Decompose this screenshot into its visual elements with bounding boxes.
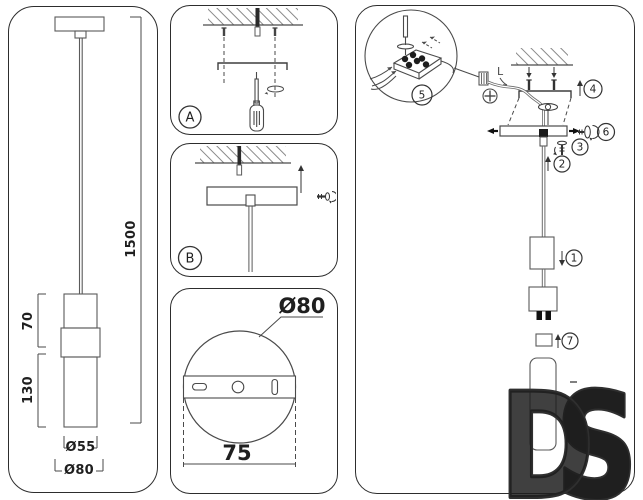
alignment-dash-left [507, 97, 520, 126]
callout-4-number: 4 [590, 84, 597, 96]
shade-height-label: 130 [21, 376, 36, 404]
wire-arrows [387, 36, 435, 75]
callout-5-badge [411, 84, 433, 106]
logo-letter-d: D [500, 377, 595, 500]
callout-2-number: 2 [559, 159, 566, 171]
mounting-bar [182, 375, 297, 399]
lamp-shade [63, 356, 98, 428]
canopy-diameter-label: Ø80 [278, 294, 325, 318]
lamp-upper-body [63, 293, 98, 329]
cord-ferrule [539, 129, 548, 137]
rotate-arrow-icon [264, 85, 284, 95]
ceiling-hatch [208, 8, 298, 25]
ceiling-hatch [200, 146, 286, 163]
slide-arrows [487, 128, 580, 134]
canopy-diameter-label: Ø80 [64, 463, 94, 478]
screw-head-icon [482, 88, 498, 104]
up-arrow-icon [298, 165, 304, 193]
callout-7-number: 7 [567, 336, 574, 348]
cable-end [236, 164, 243, 176]
callout-1-number: 1 [571, 253, 578, 265]
ds-logo-graphic: S D [498, 377, 640, 500]
live-wire-label: L [497, 65, 504, 78]
cable-clamp [478, 71, 489, 86]
shade-diameter-label: Ø55 [65, 440, 95, 455]
callout-3-number: 3 [577, 142, 584, 154]
leader-line [258, 316, 323, 338]
screw-3-icon [553, 140, 567, 156]
pendant-cord [541, 146, 546, 237]
lamp-socket [528, 286, 558, 320]
slot-left [191, 382, 208, 391]
hole-spacing-dimension [183, 398, 296, 470]
canopy-dimension-drawing: Ø80 75 [182, 294, 326, 470]
retainer-ring [535, 333, 553, 347]
ds-logo: S D [497, 377, 643, 500]
slot-right [271, 378, 279, 396]
screw-right [272, 27, 278, 36]
callout-6-number: 6 [603, 127, 610, 139]
center-hole [231, 380, 245, 394]
strain-relief [539, 136, 548, 147]
wiring-detail-circle [364, 9, 458, 103]
canopy-bar [499, 125, 568, 137]
mains-cable [237, 146, 242, 165]
alignment-dash-right [562, 97, 572, 126]
upper-body-height-label: 70 [21, 312, 36, 331]
side-screw-6-icon [578, 125, 600, 141]
step-b-drawing: B [177, 146, 336, 272]
dimension-lines [37, 16, 142, 472]
hole-spacing-label: 75 [222, 441, 251, 465]
screwdriver-icon [396, 15, 415, 55]
mounting-bracket [217, 62, 288, 70]
cord-joint [245, 194, 256, 207]
callout-5-number: 5 [419, 90, 426, 102]
step-b-panel: B [170, 143, 338, 277]
assembly-drawing: 5 L 4 [364, 9, 616, 451]
cable-end [254, 26, 261, 37]
cord-grip [74, 30, 87, 39]
callout-7: 7 [555, 332, 579, 350]
ceiling-hatch [516, 48, 568, 65]
callout-4: 4 [577, 79, 603, 99]
screw-left [221, 27, 227, 36]
socket-cord [541, 269, 546, 288]
terminal-block [392, 49, 443, 80]
upper-body-part [529, 236, 555, 270]
step-a-panel: A [170, 5, 338, 135]
canopy-dimension-panel: Ø80 75 [170, 288, 338, 494]
step-b-letter: B [186, 252, 195, 267]
lamp-band [60, 327, 101, 358]
bracket-screws [526, 67, 557, 90]
screwdriver-icon [249, 72, 265, 132]
dimensions-panel: 1500 70 130 Ø55 Ø80 [8, 6, 158, 493]
pendant-dimension-drawing: 1500 70 130 Ø55 Ø80 [21, 16, 142, 478]
overall-height-label: 1500 [124, 220, 139, 257]
side-screw-icon [317, 191, 336, 204]
glass-shade [529, 357, 557, 451]
callout-2: 2 [545, 155, 571, 173]
step-a-drawing: A [178, 8, 303, 132]
callout-6-badge [596, 122, 616, 142]
mounting-bracket [518, 90, 572, 98]
ceiling-canopy [54, 16, 105, 32]
wing-nut-icon [537, 103, 559, 125]
detail-leader-line [453, 67, 480, 78]
step-a-letter: A [186, 111, 195, 126]
step-a-badge [178, 105, 202, 129]
step-b-badge [177, 245, 203, 271]
callout-1: 1 [559, 249, 583, 267]
logo-letter-s: S [556, 377, 638, 500]
mains-cable [255, 8, 260, 27]
assembly-panel: 5 L 4 [355, 5, 635, 494]
callout-3-badge [571, 138, 589, 156]
